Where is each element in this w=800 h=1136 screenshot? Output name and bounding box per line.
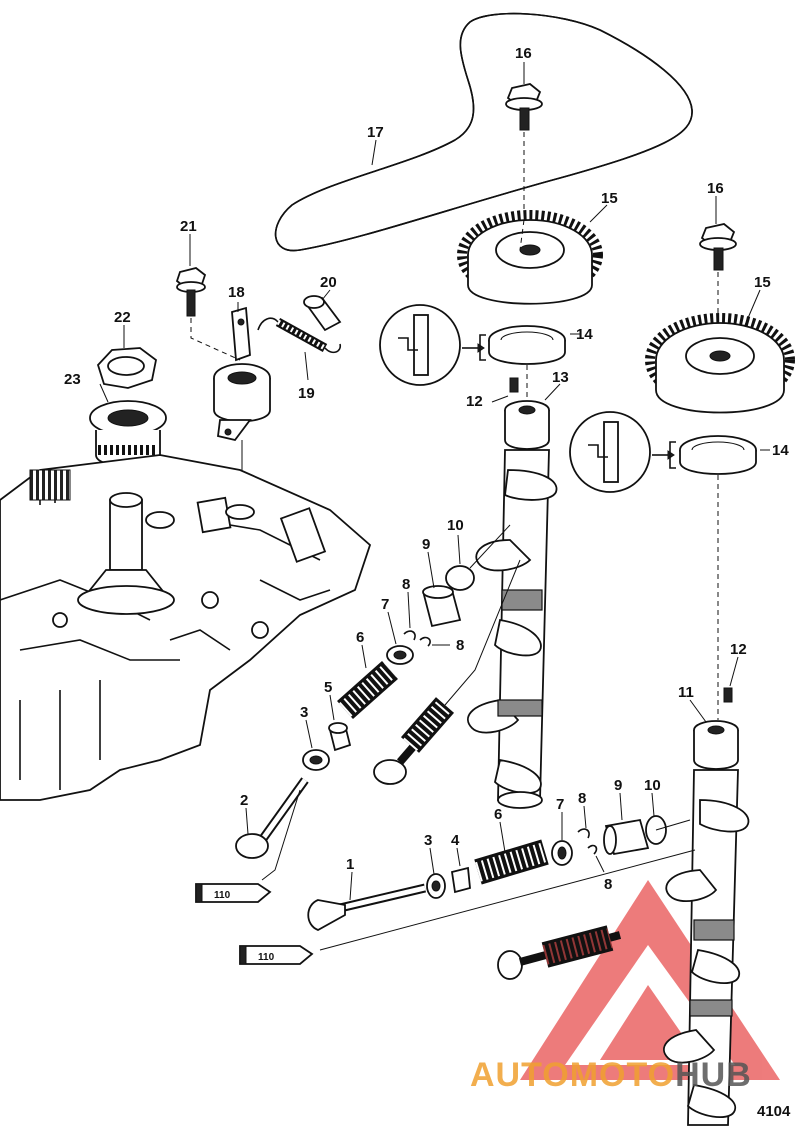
sealant-tube-upper-label: 110 — [214, 890, 231, 901]
valve-spring-lower — [474, 839, 549, 885]
camshaft-lower — [663, 687, 750, 1126]
camshaft-seal-lower — [569, 411, 757, 720]
callout-13: 13 — [552, 369, 569, 386]
callout-9-upper: 9 — [422, 536, 430, 553]
callout-11: 11 — [678, 684, 694, 701]
camshaft-seal-upper — [379, 304, 566, 400]
callout-18: 18 — [228, 284, 245, 301]
callout-14-lower: 14 — [772, 442, 789, 459]
watermark-logo — [520, 880, 780, 1080]
valve-shim-upper — [445, 565, 475, 591]
callout-5: 5 — [324, 679, 332, 696]
callout-16-lower: 16 — [707, 180, 724, 197]
callout-20: 20 — [320, 274, 337, 291]
watermark-wordmark: AUTOMOTOHUB — [470, 1056, 752, 1094]
valve-assembled-upper — [373, 759, 407, 785]
callout-19: 19 — [298, 385, 315, 402]
callout-23: 23 — [64, 371, 81, 388]
sprocket-bolt-upper — [505, 83, 543, 220]
callout-6-upper: 6 — [356, 629, 364, 646]
watermark-word-moto: MOTO — [570, 1056, 675, 1094]
callout-8-lower-b: 8 — [604, 876, 612, 893]
valve-train-lower — [307, 815, 696, 980]
callout-labels: 16 17 15 16 15 21 20 18 22 19 14 23 12 1… — [64, 45, 789, 893]
callout-8-upper-b: 8 — [456, 637, 464, 654]
camshaft-sprocket-upper — [457, 210, 603, 305]
callout-8-upper-a: 8 — [402, 576, 410, 593]
callout-15-lower: 15 — [754, 274, 771, 291]
figure-number: 4104 — [757, 1103, 791, 1120]
valve-keeper-upper-b — [419, 636, 431, 647]
callout-6-lower: 6 — [494, 806, 502, 823]
callout-9-lower: 9 — [614, 777, 622, 794]
sealant-tube-upper[interactable]: 110 — [195, 883, 272, 903]
callout-1: 1 — [346, 856, 354, 873]
callout-12-lower: 12 — [730, 641, 747, 658]
valve-train-upper — [235, 524, 521, 881]
valve-keeper-lower-a — [577, 828, 590, 839]
callout-4: 4 — [451, 832, 460, 849]
callout-leaders — [99, 62, 770, 901]
camshaft-sprocket-lower — [645, 313, 795, 414]
valve-assembled-lower — [497, 950, 523, 980]
callout-3-upper: 3 — [300, 704, 308, 721]
callout-7-upper: 7 — [381, 596, 389, 613]
callout-10-upper: 10 — [447, 517, 464, 534]
callout-15-upper: 15 — [601, 190, 618, 207]
callout-10-lower: 10 — [644, 777, 661, 794]
belt-tensioner — [213, 306, 271, 510]
tensioner-bushing — [303, 295, 342, 332]
camshaft-upper — [467, 377, 558, 809]
callout-22: 22 — [114, 309, 131, 326]
watermark-word-auto: AUTO — [470, 1056, 570, 1094]
callout-21: 21 — [180, 218, 197, 235]
sealant-tube-lower-label: 110 — [258, 952, 275, 963]
callout-14-upper: 14 — [576, 326, 593, 343]
sealant-tube-lower[interactable]: 110 — [239, 945, 314, 965]
valve-stem-seal-lower — [450, 866, 471, 894]
valve-keeper-upper-a — [403, 630, 416, 641]
timing-belt — [274, 12, 693, 252]
valve-keeper-lower-b — [587, 844, 598, 855]
callout-8-lower-a: 8 — [578, 790, 586, 807]
watermark-word-hub: HUB — [675, 1056, 752, 1094]
svg-text:AUTOMOTOHUB: AUTOMOTOHUB — [470, 1056, 752, 1094]
callout-17: 17 — [367, 124, 384, 141]
tensioner-spring — [257, 317, 342, 354]
callout-2: 2 — [240, 792, 248, 809]
callout-7-lower: 7 — [556, 796, 564, 813]
callout-3-lower: 3 — [424, 832, 432, 849]
callout-16-upper: 16 — [515, 45, 532, 62]
cylinder-block — [0, 454, 372, 801]
tensioner-bolt — [175, 267, 241, 361]
crankshaft-nut — [96, 347, 157, 389]
callout-12-upper: 12 — [466, 393, 483, 410]
